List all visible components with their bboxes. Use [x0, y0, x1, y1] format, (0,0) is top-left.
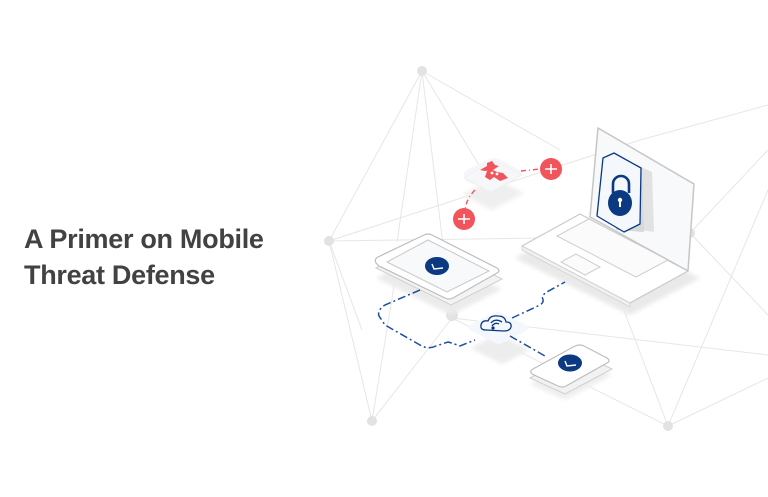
cloud-tile [468, 312, 530, 364]
smartphone [528, 344, 614, 400]
plus-circle-icon [540, 158, 562, 180]
tablet [374, 233, 504, 315]
connection-lines [377, 281, 566, 357]
padlock-icon [608, 174, 632, 216]
node-dot [367, 416, 377, 426]
node-dot [663, 421, 673, 431]
threat-links [464, 168, 541, 214]
title-line-2: Threat Defense [24, 260, 215, 290]
checkmark-badge-icon [558, 354, 582, 372]
title-line-1: A Primer on Mobile [24, 224, 264, 254]
node-dot [324, 236, 334, 246]
plus-circle-icon [453, 208, 475, 230]
node-dot [417, 66, 427, 76]
page-title: A Primer on Mobile Threat Defense [24, 221, 264, 293]
spy-hacker-icon [480, 161, 508, 181]
threat-tile [462, 158, 524, 210]
laptop [515, 127, 700, 315]
cloud-wifi-icon [480, 315, 512, 332]
checkmark-badge-icon [425, 257, 449, 275]
